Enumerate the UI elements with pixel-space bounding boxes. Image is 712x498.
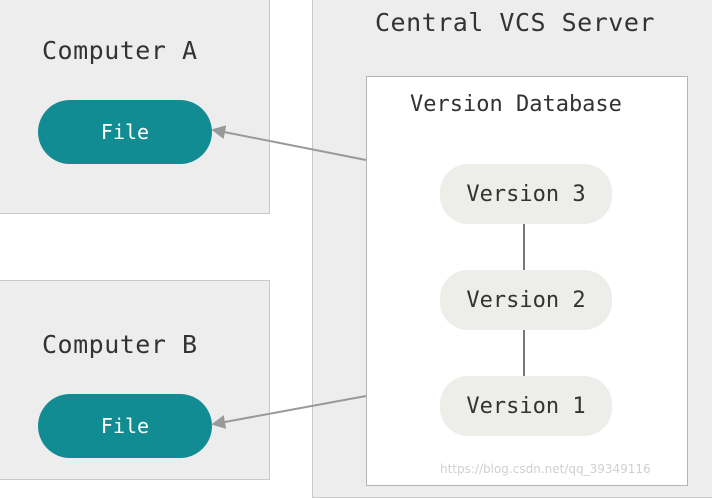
computer-b-title: Computer B [42,330,198,359]
version-connector-3-2 [523,224,525,270]
computer-a-file: File [38,100,212,164]
watermark-url: https://blog.csdn.net/qq_39349116 [440,462,651,476]
version-database-title: Version Database [410,92,622,117]
version-connector-2-1 [523,330,525,376]
computer-a-title: Computer A [42,36,198,65]
server-title: Central VCS Server [375,8,655,37]
version-3-node: Version 3 [440,164,612,224]
version-1-node: Version 1 [440,376,612,436]
arrow-to-computer-a [211,125,367,161]
computer-b-file: File [38,394,212,458]
arrow-to-computer-b [211,395,367,429]
version-2-node: Version 2 [440,270,612,330]
